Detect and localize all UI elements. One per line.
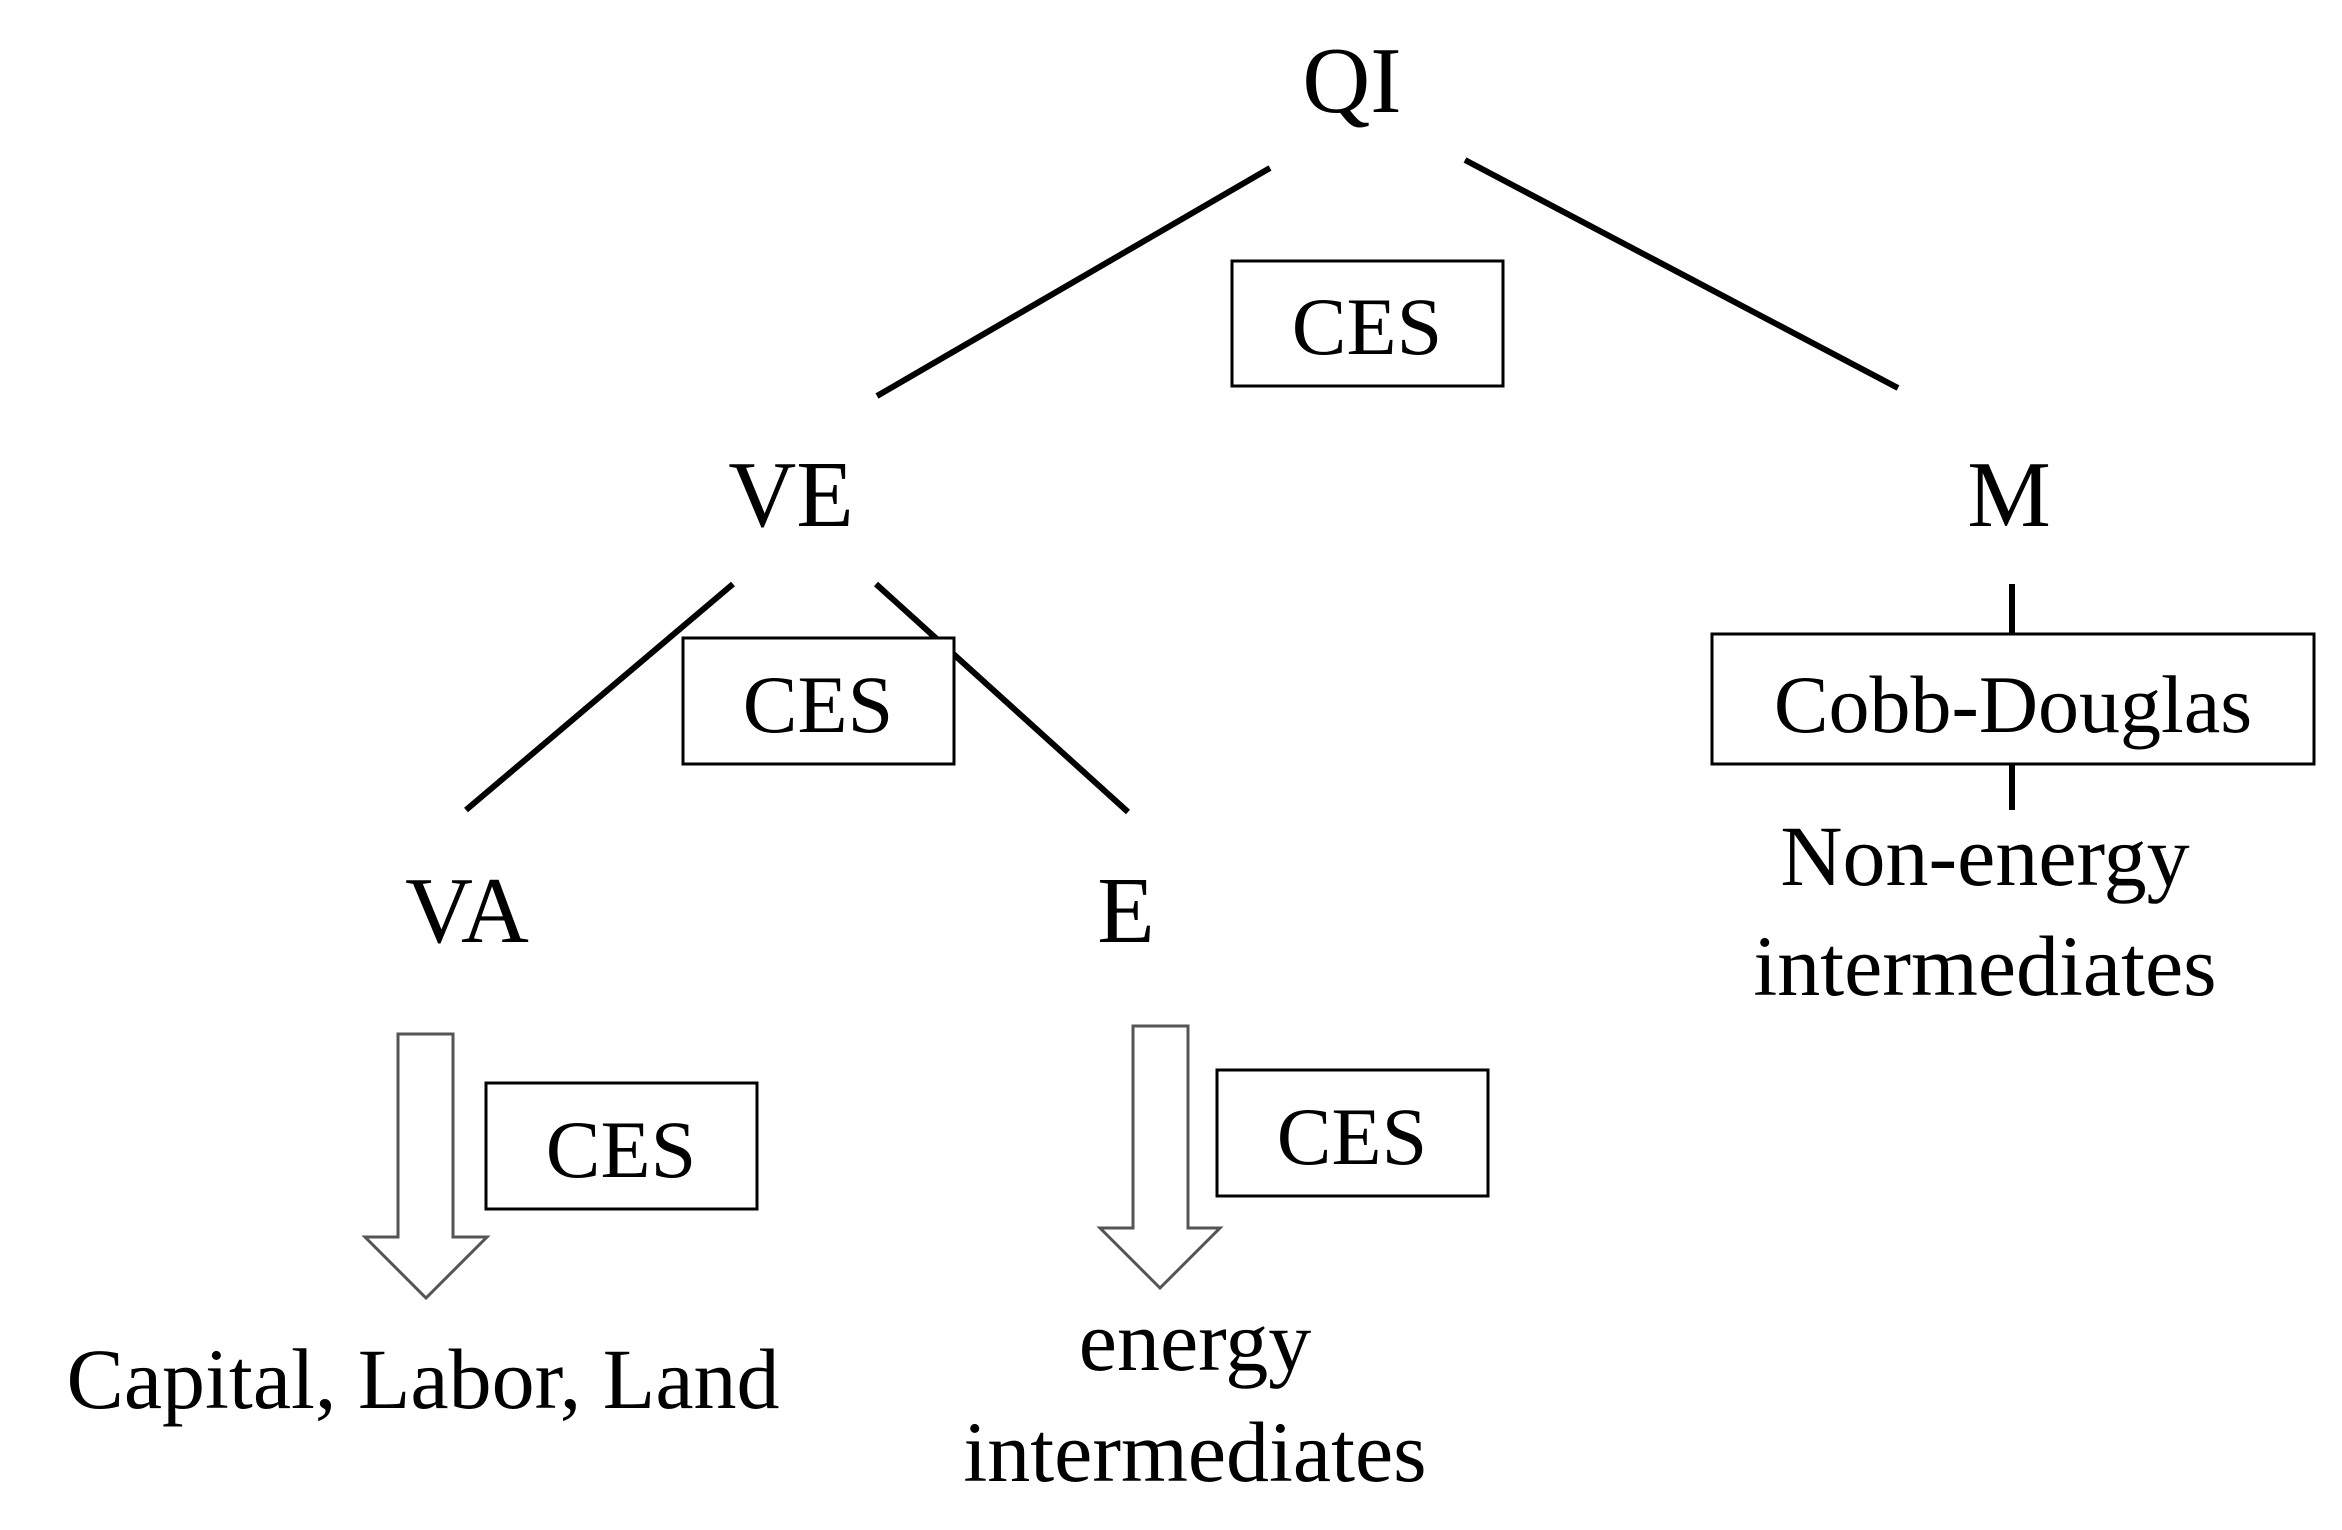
function-box-top: CES <box>1230 259 1505 388</box>
node-e: E <box>1097 859 1154 963</box>
leaf-va: Capital, Labor, Land <box>67 1331 780 1427</box>
function-box-m: Cobb-Douglas <box>1710 632 2316 766</box>
node-va: VA <box>405 859 529 963</box>
leaf-e-line1: energy <box>1079 1293 1311 1389</box>
function-box-ve: CES <box>681 636 956 766</box>
down-arrow-va <box>361 1032 491 1301</box>
leaf-m-line1: Non-energy <box>1780 808 2189 904</box>
function-label-m: Cobb-Douglas <box>1774 659 2252 750</box>
function-label-e: CES <box>1277 1091 1427 1182</box>
function-box-e: CES <box>1215 1068 1490 1198</box>
node-ve: VE <box>728 443 853 547</box>
function-label-ve: CES <box>743 659 893 750</box>
down-arrow-e <box>1096 1024 1224 1291</box>
leaf-m-line2: intermediates <box>1753 918 2216 1014</box>
edge-ve-e <box>873 581 1131 815</box>
leaf-e-line2: intermediates <box>963 1404 1426 1500</box>
function-label-va: CES <box>546 1104 696 1195</box>
edge-qi-ve <box>875 165 1272 399</box>
edge-ve-va <box>464 581 735 813</box>
node-qi: QI <box>1302 29 1401 133</box>
node-m: M <box>1967 443 2051 547</box>
function-box-va: CES <box>484 1081 759 1211</box>
function-label-top: CES <box>1292 281 1442 372</box>
edge-qi-m <box>1463 157 1900 391</box>
